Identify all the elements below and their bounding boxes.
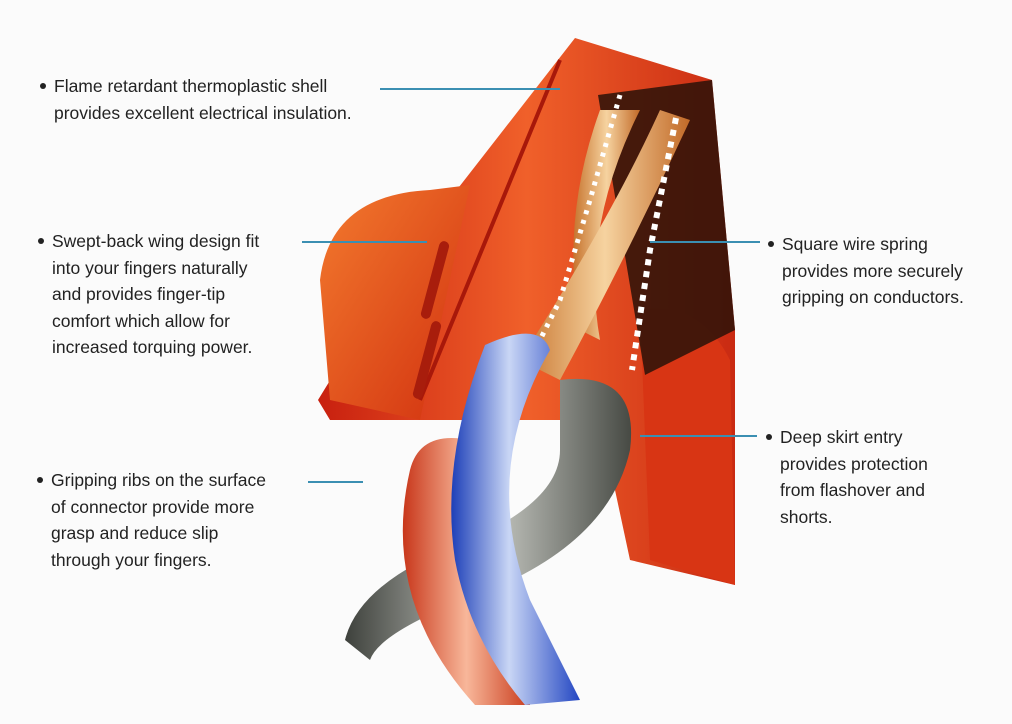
- callout-text: Gripping ribs on the surface: [51, 470, 266, 490]
- callout-text: into your fingers naturally: [52, 257, 248, 278]
- callout-text: Square wire spring: [782, 234, 928, 254]
- callout-text: gripping on conductors.: [782, 287, 964, 307]
- callout-text: shorts.: [780, 506, 833, 527]
- callout-text: Flame retardant thermoplastic shell: [54, 76, 328, 96]
- callout-wing: Swept-back wing design fit into your fin…: [38, 228, 260, 361]
- spring-and-conductors: [520, 94, 690, 380]
- leader-line-skirt: [640, 435, 757, 437]
- callout-text: Swept-back wing design fit: [52, 231, 260, 251]
- callout-spring: Square wire spring provides more securel…: [768, 231, 964, 311]
- bullet-icon: [37, 477, 43, 483]
- callout-text: provides more securely: [782, 260, 963, 281]
- callout-ribs: Gripping ribs on the surface of connecto…: [37, 467, 266, 573]
- wires: [345, 333, 632, 705]
- leader-line-shell: [380, 88, 560, 90]
- callout-text: increased torquing power.: [52, 337, 253, 357]
- callout-text: of connector provide more: [51, 496, 255, 517]
- callout-skirt: Deep skirt entry provides protection fro…: [766, 424, 928, 530]
- callout-text: provides excellent electrical insulation…: [54, 102, 352, 123]
- leader-line-ribs: [308, 481, 363, 483]
- callout-shell: Flame retardant thermoplastic shell prov…: [40, 73, 352, 126]
- bullet-icon: [766, 434, 772, 440]
- callout-text: from flashover and: [780, 480, 925, 500]
- callout-text: comfort which allow for: [52, 310, 230, 331]
- bullet-icon: [40, 83, 46, 89]
- bullet-icon: [38, 238, 44, 244]
- callout-text: through your fingers.: [51, 549, 212, 570]
- callout-text: and provides finger-tip: [52, 284, 226, 304]
- leader-line-wing: [302, 241, 427, 243]
- callout-text: grasp and reduce slip: [51, 523, 219, 543]
- bullet-icon: [768, 241, 774, 247]
- leader-line-spring: [650, 241, 760, 243]
- callout-text: Deep skirt entry: [780, 427, 903, 447]
- callout-text: provides protection: [780, 453, 928, 474]
